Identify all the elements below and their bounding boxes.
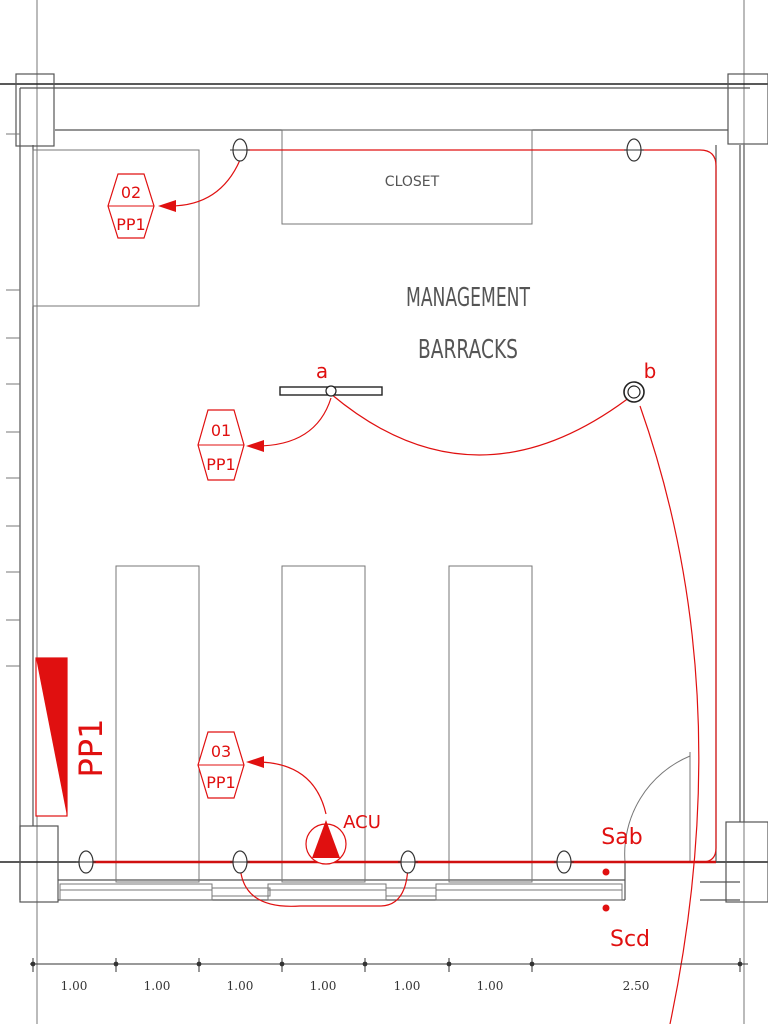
column-bottom-left <box>19 825 59 903</box>
outlet-bottom-3[interactable] <box>398 850 418 874</box>
light-label-a: a <box>316 359 328 383</box>
door <box>624 752 691 863</box>
circuit-tag-03[interactable]: 03 PP1 <box>197 731 245 799</box>
outlet-bottom-2[interactable] <box>230 850 250 874</box>
dimension-label: 1.00 <box>310 979 337 993</box>
circuit-tag-02-panel: PP1 <box>116 215 145 234</box>
dimension-label: 2.50 <box>623 979 650 993</box>
columns <box>15 73 768 903</box>
column-bottom-right <box>725 821 768 903</box>
circuit-tag-01-panel: PP1 <box>206 455 235 474</box>
panel-pp1[interactable] <box>35 657 68 817</box>
dimension-line <box>30 958 748 972</box>
arrow-02 <box>158 200 176 212</box>
closet <box>281 129 533 225</box>
wire-a-to-b <box>330 393 635 456</box>
circuit-tag-01-number: 01 <box>211 421 231 440</box>
column-top-right <box>727 73 768 145</box>
window-2 <box>267 883 387 901</box>
room-name-line2: BARRACKS <box>418 335 518 365</box>
outlets <box>76 138 644 874</box>
homerun-01 <box>255 397 332 447</box>
circuit-tag-03-panel: PP1 <box>206 773 235 792</box>
circuit-tag-02-number: 02 <box>121 183 141 202</box>
switch-cd[interactable] <box>602 904 610 912</box>
bed-1 <box>115 565 200 883</box>
outlet-top-2[interactable] <box>624 138 644 162</box>
windows <box>59 883 623 901</box>
dimension-label: 1.00 <box>227 979 254 993</box>
switch-ab-label: Sab <box>601 825 642 850</box>
window-3-frame <box>385 887 437 897</box>
dimension-label: 1.00 <box>144 979 171 993</box>
wire-window-loop <box>239 861 409 907</box>
door-swing <box>624 755 691 863</box>
circuit-tag-01[interactable]: 01 PP1 <box>197 409 245 481</box>
homerun-arrows <box>158 200 264 768</box>
window-2-frame <box>211 887 271 897</box>
acu-label: ACU <box>343 812 381 833</box>
light-fixture-b[interactable] <box>623 381 645 403</box>
arrow-03 <box>246 756 264 768</box>
furniture <box>32 129 533 883</box>
dimension-label: 1.00 <box>477 979 504 993</box>
outlet-bottom-1[interactable] <box>76 850 96 874</box>
dimension-label: 1.00 <box>394 979 421 993</box>
homerun-03 <box>255 761 327 815</box>
panel-pp1-label: PP1 <box>72 719 110 778</box>
arrow-01 <box>246 440 264 452</box>
bed-2 <box>281 565 366 883</box>
bed-3 <box>448 565 533 883</box>
circuit-tag-03-number: 03 <box>211 742 231 761</box>
dimension-label: 1.00 <box>61 979 88 993</box>
outlet-top-1[interactable] <box>230 138 250 162</box>
window-3 <box>435 883 623 901</box>
switch-ab[interactable] <box>602 868 610 876</box>
circuit-tag-02[interactable]: 02 PP1 <box>107 173 155 239</box>
locker-top-left <box>32 149 200 307</box>
light-fixture-a[interactable] <box>279 385 383 397</box>
left-tick-marks <box>6 133 20 667</box>
outlet-bottom-4[interactable] <box>554 850 574 874</box>
light-label-b: b <box>644 359 657 383</box>
room-name-line1: MANAGEMENT <box>406 283 530 313</box>
wire-b-to-switch <box>639 405 700 1024</box>
column-top-left <box>15 73 55 147</box>
switch-cd-label: Scd <box>610 927 650 952</box>
acu-outlet[interactable] <box>305 820 347 865</box>
homerun-02 <box>169 159 241 207</box>
closet-label: CLOSET <box>385 174 440 190</box>
wire-top-run <box>240 149 717 863</box>
window-1 <box>59 883 213 901</box>
